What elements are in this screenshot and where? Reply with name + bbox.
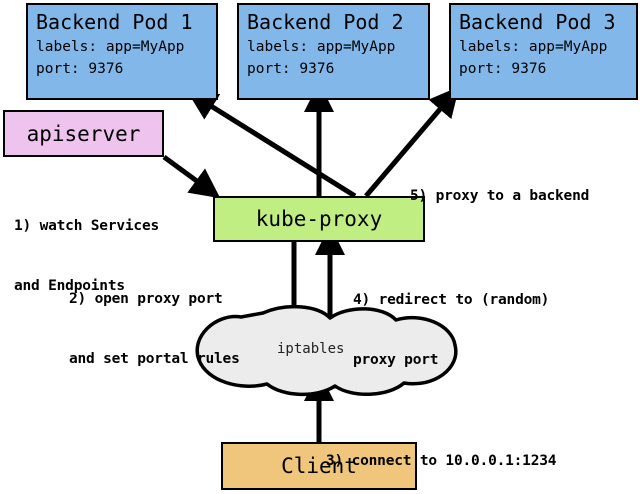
step-2-line-2: and set portal rules — [69, 351, 240, 367]
client-box[interactable]: Client — [221, 442, 417, 490]
step-3-line-1: 3) connect to 10.0.0.1:1234 — [326, 453, 557, 469]
step-4-line-2: proxy port — [353, 352, 439, 368]
step-1-label: 1) watch Services and Endpoints — [14, 176, 159, 336]
step-3-label: 3) connect to 10.0.0.1:1234 — [326, 411, 557, 494]
backend-pod-2-port: port: 9376 — [247, 61, 335, 77]
step-5-line-1: 5) proxy to a backend — [410, 188, 590, 204]
backend-pod-1-labels: labels: app=MyApp — [36, 39, 185, 55]
step-4-label: 4) redirect to (random) proxy port — [353, 250, 549, 410]
backend-pod-3-title: Backend Pod 3 — [459, 10, 616, 34]
kube-proxy-box[interactable]: kube-proxy — [213, 196, 425, 242]
backend-pod-3-box[interactable]: Backend Pod 3 labels: app=MyApp port: 93… — [449, 3, 638, 100]
backend-pod-1-box[interactable]: Backend Pod 1 labels: app=MyApp port: 93… — [26, 3, 218, 100]
step-1-line-1: 1) watch Services — [14, 218, 160, 234]
backend-pod-3-port: port: 9376 — [459, 61, 547, 77]
step-4-line-1: 4) redirect to (random) — [353, 292, 550, 308]
apiserver-label: apiserver — [26, 121, 141, 146]
apiserver-box[interactable]: apiserver — [3, 110, 164, 157]
step-2-line-1: 2) open proxy port — [69, 291, 223, 307]
client-label: Client — [281, 454, 357, 478]
step-1-line-2: and Endpoints — [14, 278, 125, 294]
backend-pod-2-labels: labels: app=MyApp — [247, 39, 396, 55]
iptables-cloud-shape — [195, 304, 458, 397]
step-5-label: 5) proxy to a backend — [410, 146, 589, 246]
backend-pod-2-box[interactable]: Backend Pod 2 labels: app=MyApp port: 93… — [237, 3, 430, 100]
backend-pod-2-title: Backend Pod 2 — [247, 10, 404, 34]
kube-proxy-label: kube-proxy — [255, 207, 383, 231]
edge-kubeproxy-to-pod-1 — [186, 90, 357, 199]
edge-kubeproxy-to-pod-3 — [364, 86, 460, 198]
edge-apiserver-to-kubeproxy — [162, 154, 221, 199]
iptables-label: iptables — [277, 341, 345, 357]
backend-pod-3-labels: labels: app=MyApp — [459, 39, 608, 55]
backend-pod-1-title: Backend Pod 1 — [36, 10, 193, 34]
backend-pod-1-port: port: 9376 — [36, 61, 124, 77]
step-2-label: 2) open proxy port and set portal rules — [69, 249, 240, 409]
